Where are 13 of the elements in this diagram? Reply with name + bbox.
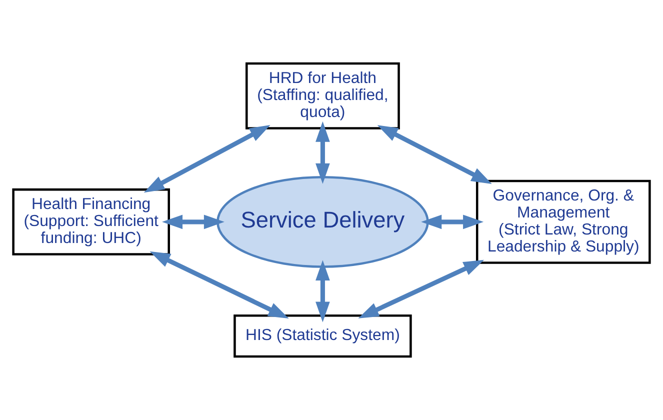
arrow bbox=[150, 251, 289, 319]
arrow bbox=[377, 125, 492, 184]
arrow bbox=[144, 125, 270, 193]
node-box: HRD for Health (Staffing: qualified, quota) bbox=[246, 62, 400, 130]
arrow bbox=[358, 260, 484, 318]
node-box: Health Financing (Support: Sufficient funding: UHC) bbox=[12, 188, 170, 256]
node-ellipse: Service Delivery bbox=[216, 176, 429, 268]
arrow bbox=[162, 214, 224, 230]
node-box: Governance, Org. & Management (Strict Law, Strong Leadership & Supply) bbox=[476, 180, 651, 264]
node-box: HIS (Statistic System) bbox=[234, 314, 412, 358]
arrow bbox=[421, 214, 484, 230]
arrow bbox=[316, 121, 330, 184]
arrow bbox=[316, 260, 330, 322]
